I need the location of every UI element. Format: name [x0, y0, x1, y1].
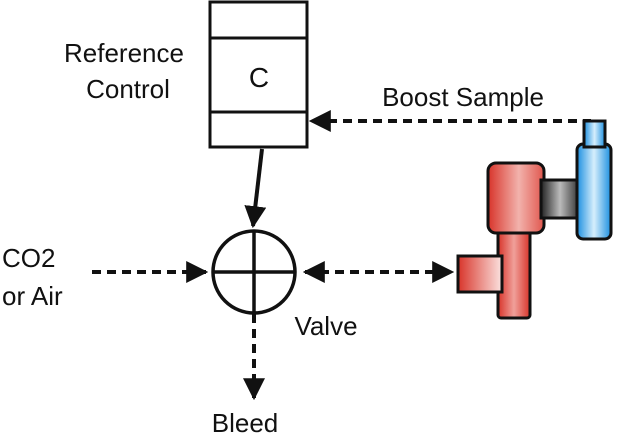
housing-side-port — [456, 254, 504, 294]
co2-label-line1: CO2 — [2, 243, 55, 273]
valve-symbol — [211, 229, 297, 315]
reference-control-box — [208, 0, 309, 149]
control-to-valve-arrow — [244, 148, 267, 229]
controller-letter: C — [249, 62, 269, 93]
boost-housing-icon — [456, 119, 613, 320]
bleed-label: Bleed — [212, 408, 279, 436]
sample-chamber — [575, 142, 613, 241]
boost-sample-label: Boost Sample — [382, 82, 544, 112]
co2-label-line2: or Air — [2, 281, 63, 311]
reference-label-line2: Control — [86, 74, 170, 104]
housing-coupler — [539, 178, 581, 220]
reference-label-line1: Reference — [64, 38, 184, 68]
valve-label: Valve — [294, 311, 357, 341]
sample-port — [582, 119, 607, 149]
boost-sample-arrow — [308, 110, 591, 132]
housing-body — [486, 161, 546, 235]
